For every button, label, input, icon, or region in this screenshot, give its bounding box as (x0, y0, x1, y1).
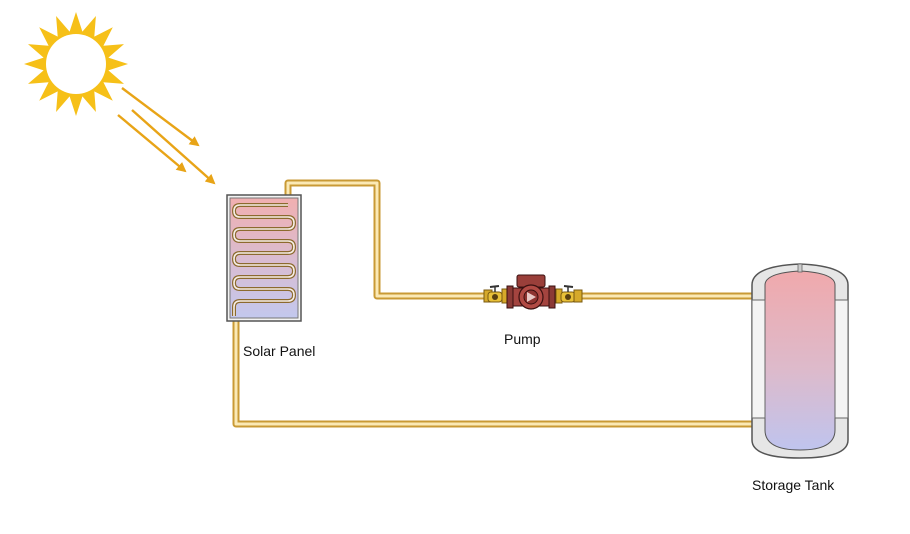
sun-ray-arrow (117, 114, 187, 173)
circulation-pump (506, 274, 556, 310)
pipe-network (232, 179, 764, 428)
sun-icon (24, 12, 128, 116)
sun-ray-arrow (121, 87, 200, 147)
ball-valve-right (555, 285, 583, 304)
sun-ray-arrow (131, 109, 216, 185)
storage-tank-label: Storage Tank (752, 477, 835, 493)
ball-valve-left (483, 285, 509, 304)
sun-ray-arrows (117, 87, 216, 185)
solar-panel-label: Solar Panel (243, 343, 316, 359)
cold-return-pipe (232, 314, 764, 428)
pump-label: Pump (504, 331, 541, 347)
storage-tank (751, 263, 849, 459)
solar-panel (226, 194, 302, 322)
